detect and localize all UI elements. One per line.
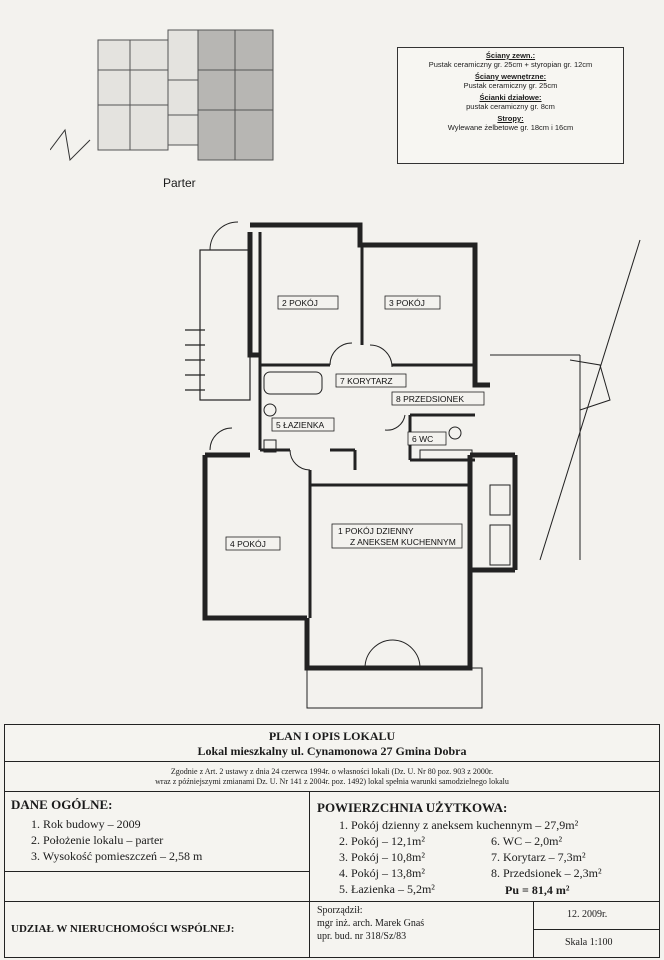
description-sheet: PLAN I OPIS LOKALU Lokal mieszkalny ul. …	[4, 724, 660, 958]
room-4-label: 4 POKÓJ	[230, 539, 266, 549]
legal-line-1: Zgodnie z Art. 2 ustawy z dnia 24 czerwc…	[170, 767, 494, 776]
outer-walls-outline	[202, 222, 518, 671]
area-item-8: 8. Przedsionek – 2,3m²	[491, 866, 602, 880]
area-item-7: 7. Korytarz – 7,3m²	[491, 850, 586, 864]
north-arrow-icon	[50, 128, 91, 162]
inner-walls: Pustak ceramiczny gr. 25cm	[463, 81, 558, 90]
wc-toilet-icon	[448, 426, 462, 440]
general-item-3: 3. Wysokość pomieszczeń – 2,58 m	[31, 849, 203, 863]
toilet-icon	[263, 403, 277, 417]
partitions: pustak ceramiczny gr. 8cm	[466, 102, 555, 111]
room-8-label: 8 PRZEDSIONEK	[396, 394, 464, 404]
sheet-date: 12. 2009r.	[567, 909, 608, 920]
prepared-by-name: mgr inż. arch. Marek Gnaś	[317, 918, 425, 929]
general-item-1: 1. Rok budowy – 2009	[31, 817, 141, 831]
area-item-1: 1. Pokój dzienny z aneksem kuchennym – 2…	[339, 818, 579, 832]
sheet-title: PLAN I OPIS LOKALU	[268, 729, 396, 743]
materials-legend: Ściany zewn.: Pustak ceramiczny gr. 25cm…	[397, 47, 624, 164]
general-data-title: DANE OGÓLNE:	[11, 797, 113, 812]
area-item-3: 3. Pokój – 10,8m²	[339, 850, 425, 864]
area-item-6: 6. WC – 2,0m²	[491, 834, 563, 848]
area-item-5: 5. Łazienka – 5,2m²	[339, 882, 435, 896]
usable-area-title: POWIERZCHNIA UŻYTKOWA:	[317, 800, 508, 815]
ceilings-title: Stropy:	[497, 114, 524, 123]
area-item-4: 4. Pokój – 13,8m²	[339, 866, 425, 880]
room-1-label-line1: 1 POKÓJ DZIENNY	[338, 526, 414, 536]
room-7-label: 7 KORYTARZ	[340, 376, 393, 386]
room-1-label-line2: Z ANEKSEM KUCHENNYM	[350, 537, 456, 547]
sheet-scale: Skala 1:100	[565, 937, 613, 948]
inner-walls-title: Ściany wewnętrzne:	[474, 72, 547, 81]
general-item-2: 2. Położenie lokalu – parter	[31, 833, 164, 847]
partitions-title: Ścianki działowe:	[479, 93, 542, 102]
ceilings: Wylewane żelbetowe gr. 18cm i 16cm	[447, 123, 574, 132]
room-3-label: 3 POKÓJ	[389, 298, 425, 308]
floor-label: Parter	[163, 176, 196, 190]
room-5-label: 5 ŁAZIENKA	[276, 420, 325, 430]
room-6-label: 6 WC	[412, 434, 433, 444]
area-item-2: 2. Pokój – 12,1m²	[339, 834, 425, 848]
bathtub-icon	[263, 371, 323, 395]
bathroom-sink-icon	[263, 439, 277, 453]
key-plan	[50, 29, 274, 162]
common-share-label: UDZIAŁ W NIERUCHOMOŚCI WSPÓLNEJ:	[11, 923, 235, 935]
prepared-by-label: Sporządził:	[317, 905, 363, 916]
legal-line-2: wraz z późniejszymi zmianami Dz. U. Nr 1…	[155, 777, 509, 786]
outer-walls: Pustak ceramiczny gr. 25cm + styropian g…	[428, 60, 593, 69]
room-2-label: 2 POKÓJ	[282, 298, 318, 308]
floor-plan: 2 POKÓJ 3 POKÓJ 7 KORYTARZ 8 PRZEDSIONEK…	[185, 221, 641, 709]
total-area: Pu = 81,4 m²	[505, 883, 570, 897]
prepared-by-license: upr. bud. nr 318/Sz/83	[317, 931, 407, 942]
sheet-subtitle: Lokal mieszkalny ul. Cynamonowa 27 Gmina…	[197, 744, 467, 758]
outer-walls-title: Ściany zewn.:	[485, 51, 536, 60]
